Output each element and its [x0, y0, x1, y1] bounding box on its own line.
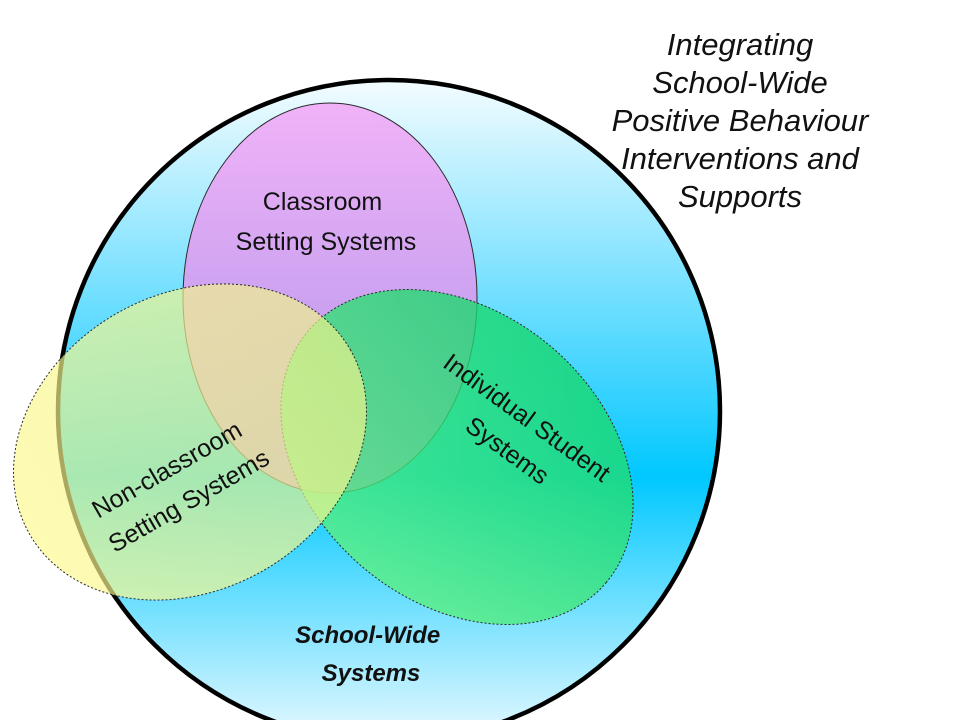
classroom-label-line: Setting Systems: [236, 228, 417, 256]
title-line: School-Wide: [652, 65, 828, 100]
classroom-label-line: Classroom: [263, 188, 382, 216]
title-line: Interventions and: [621, 141, 859, 176]
title-line: Integrating: [666, 27, 814, 62]
non-classroom-ellipse: [13, 283, 367, 601]
school-wide-label-line: Systems: [322, 660, 421, 687]
title-line: Supports: [677, 179, 803, 214]
diagram-title: Integrating School-Wide Positive Behavio…: [570, 26, 910, 216]
school-wide-label-line: School-Wide: [295, 622, 440, 649]
classroom-label: Classroom Setting Systems: [236, 188, 417, 256]
title-line: Positive Behaviour: [611, 103, 869, 138]
school-wide-label: School-Wide Systems: [295, 622, 447, 687]
